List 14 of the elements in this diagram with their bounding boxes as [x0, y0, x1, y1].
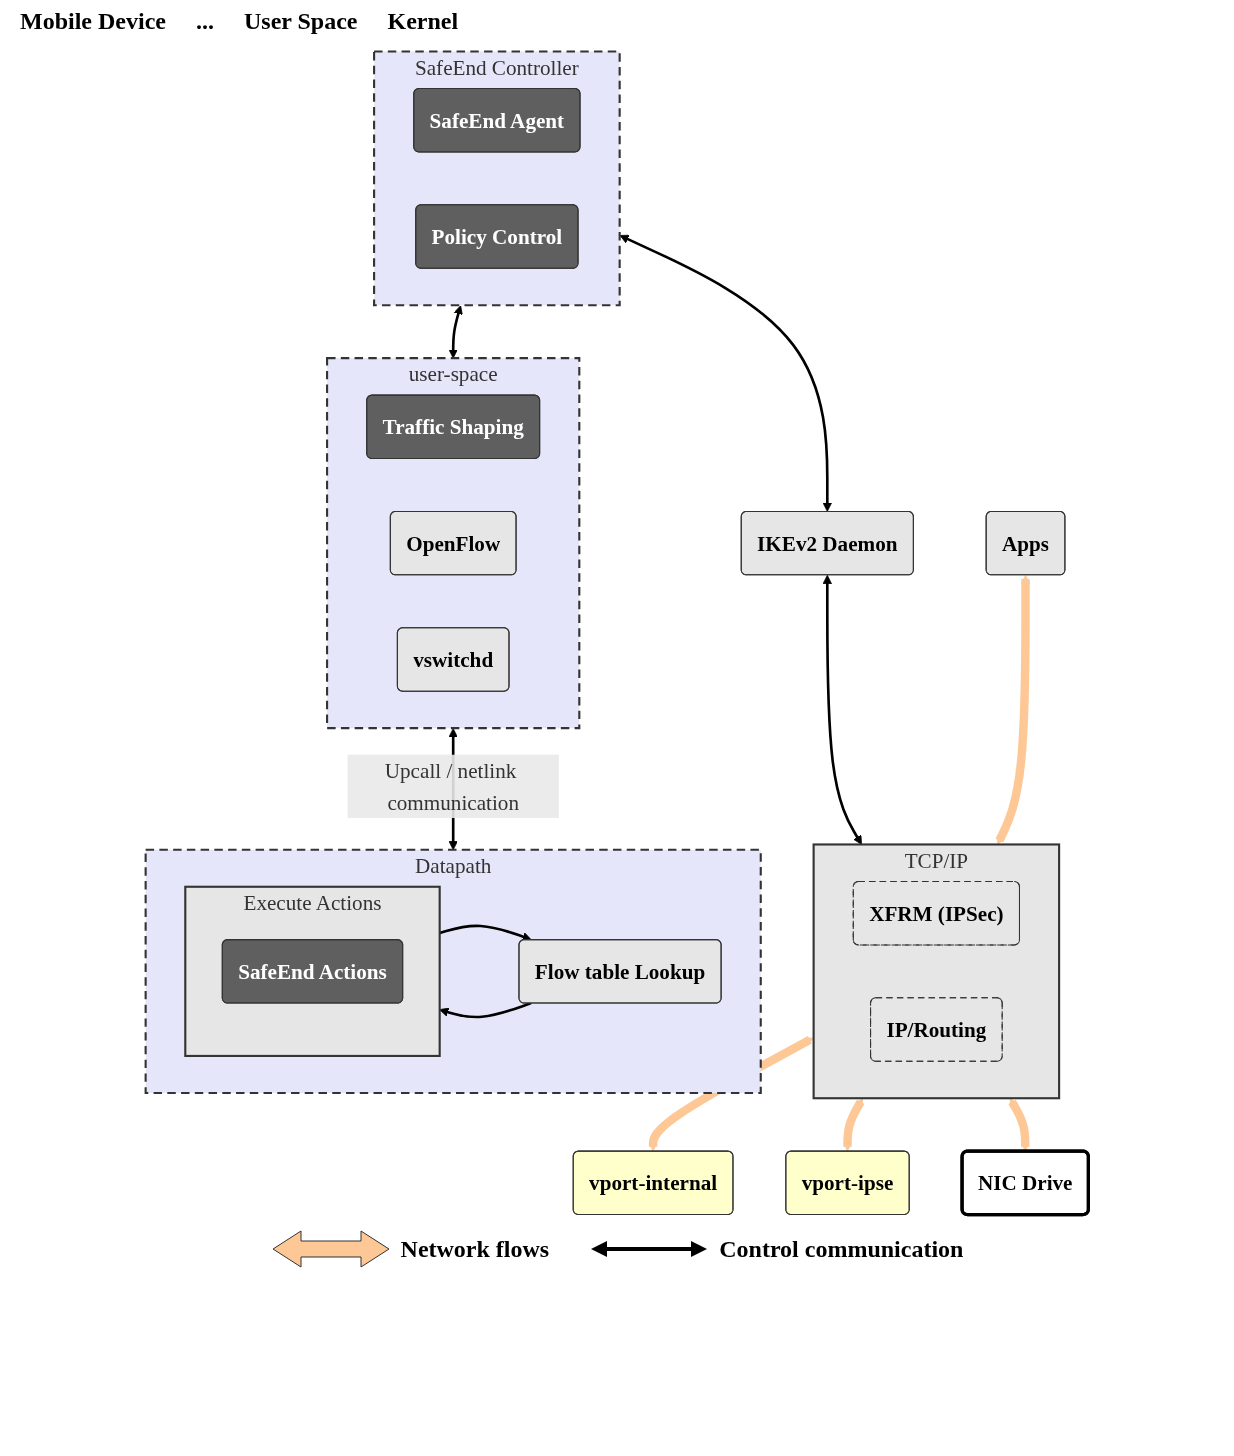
label-text: Mobile Device: [20, 8, 166, 35]
label-text: Kernel: [387, 8, 459, 35]
label-text: User Space: [243, 8, 358, 35]
arrow: [822, 574, 862, 845]
legend-label: Network flows: [400, 1235, 550, 1263]
arrow: [439, 1001, 532, 1019]
arrow: [619, 234, 832, 512]
arrow: [995, 574, 1031, 845]
arrow: [842, 1098, 865, 1152]
arrow: [448, 305, 463, 359]
edge-label: Upcall / netlink communication: [384, 758, 519, 814]
label-text: ...: [195, 8, 214, 35]
legend-label: Control communication: [719, 1235, 964, 1263]
arrow: [1008, 1098, 1030, 1152]
